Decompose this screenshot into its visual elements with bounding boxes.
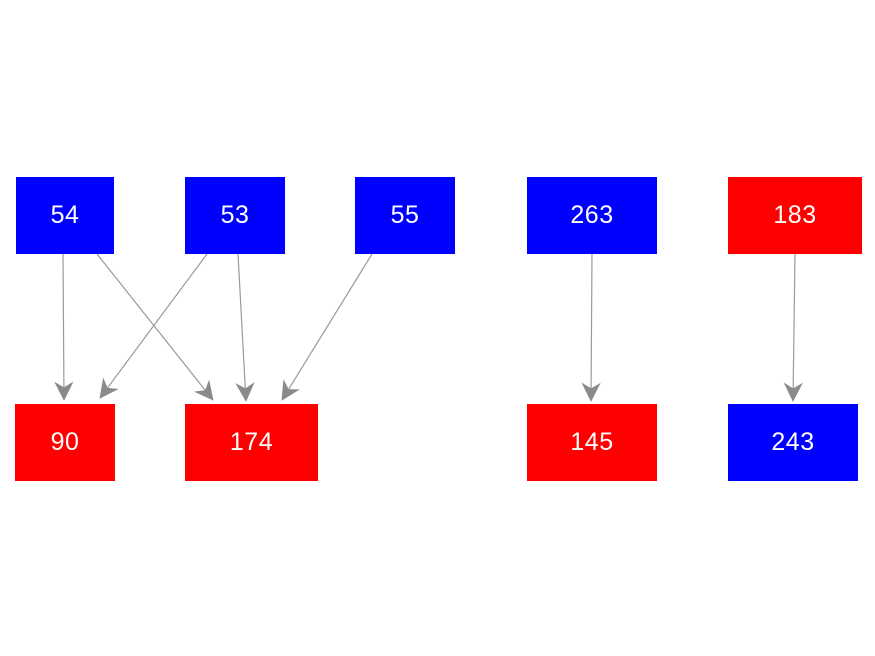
node-label: 243 — [771, 428, 815, 456]
graph-node-263[interactable]: 263 — [527, 177, 657, 254]
edge-54-to-174 — [96, 253, 214, 401]
graph-node-183[interactable]: 183 — [728, 177, 862, 254]
node-label: 183 — [773, 201, 817, 229]
node-label: 55 — [390, 201, 420, 229]
graph-node-174[interactable]: 174 — [185, 404, 318, 481]
graph-node-54[interactable]: 54 — [16, 177, 114, 254]
graph-node-53[interactable]: 53 — [185, 177, 285, 254]
node-label: 145 — [570, 428, 614, 456]
edge-55-to-174 — [281, 253, 373, 401]
graph-node-243[interactable]: 243 — [728, 404, 858, 481]
edge-263-to-145 — [581, 253, 601, 402]
edge-53-to-90 — [99, 253, 208, 399]
node-label: 54 — [50, 201, 80, 229]
graph-node-55[interactable]: 55 — [355, 177, 455, 254]
node-label: 53 — [220, 201, 250, 229]
graph-node-90[interactable]: 90 — [15, 404, 115, 481]
edge-54-to-90 — [54, 253, 74, 401]
node-label: 174 — [229, 428, 274, 456]
node-label: 90 — [50, 428, 80, 456]
edge-183-to-243 — [783, 253, 803, 402]
graph-node-145[interactable]: 145 — [527, 404, 657, 481]
edge-53-to-174 — [235, 253, 255, 402]
node-label: 263 — [570, 201, 614, 229]
